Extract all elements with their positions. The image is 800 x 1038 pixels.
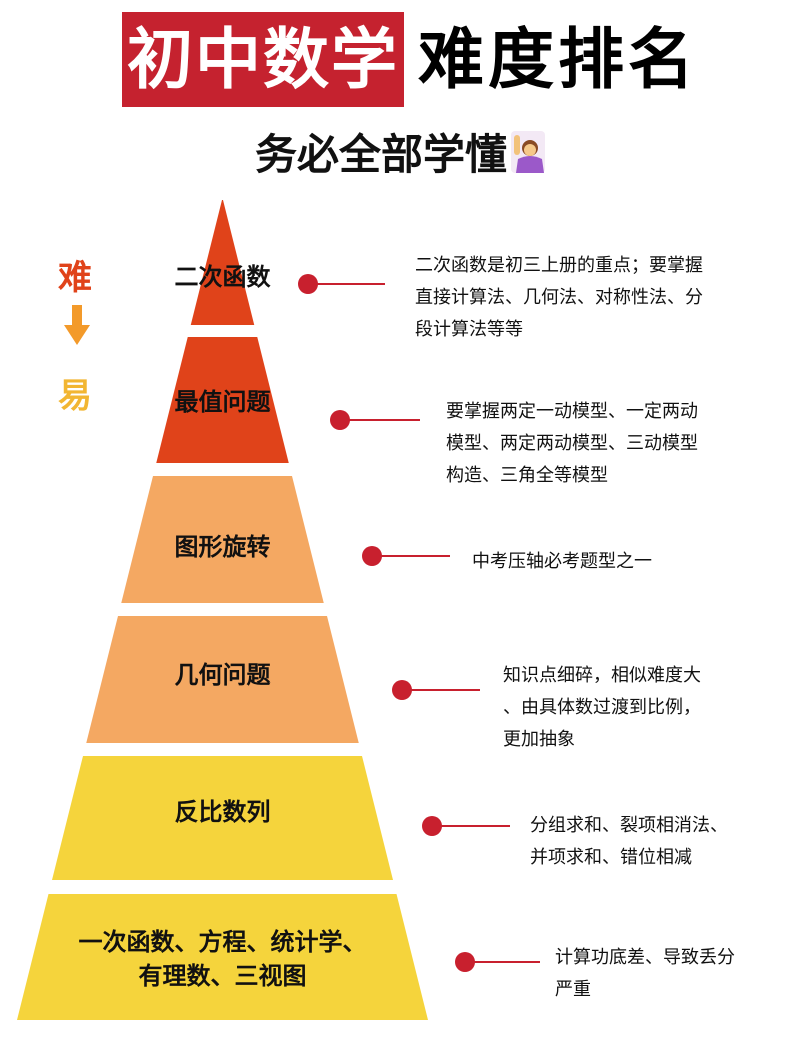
person-raising-hand-icon bbox=[511, 131, 545, 173]
desc-line: 严重 bbox=[555, 979, 591, 1000]
level-6-description: 计算功底差、导致丢分 严重 bbox=[555, 942, 735, 1006]
pyramid-level-1 bbox=[190, 200, 255, 325]
connector-dot bbox=[455, 952, 475, 972]
easy-label: 易 bbox=[58, 376, 92, 416]
level-4-label: 几何问题 bbox=[174, 661, 271, 689]
pyramid-level-6 bbox=[17, 894, 428, 1020]
pyramid-level-5 bbox=[52, 756, 393, 880]
level-5-label: 反比数列 bbox=[174, 798, 271, 826]
pyramid-level-3 bbox=[121, 476, 324, 603]
desc-line: 并项求和、错位相减 bbox=[530, 847, 692, 868]
desc-line: 、由具体数过渡到比例， bbox=[503, 697, 701, 718]
connector-dot bbox=[362, 546, 382, 566]
desc-line: 更加抽象 bbox=[503, 729, 575, 750]
connector-dot bbox=[298, 274, 318, 294]
connector-dot bbox=[330, 410, 350, 430]
level-3-label: 图形旋转 bbox=[174, 533, 271, 561]
title-rest: 难度排名 bbox=[418, 21, 698, 98]
level-2-description: 要掌握两定一动模型、一定两动 模型、两定两动模型、三动模型 构造、三角全等模型 bbox=[446, 396, 698, 492]
level-6-label-line: 一次函数、方程、统计学、 bbox=[78, 928, 367, 956]
connector-dot bbox=[392, 680, 412, 700]
desc-line: 计算功底差、导致丢分 bbox=[555, 947, 735, 968]
desc-line: 二次函数是初三上册的重点；要掌握 bbox=[415, 255, 703, 276]
level-2-label: 最值问题 bbox=[174, 388, 271, 416]
pyramid-level-4 bbox=[86, 616, 359, 743]
hard-label: 难 bbox=[58, 258, 92, 298]
desc-line: 模型、两定两动模型、三动模型 bbox=[446, 433, 698, 454]
level-5-description: 分组求和、裂项相消法、 并项求和、错位相减 bbox=[530, 810, 728, 874]
desc-line: 构造、三角全等模型 bbox=[446, 465, 608, 486]
desc-line: 分组求和、裂项相消法、 bbox=[530, 815, 728, 836]
desc-line: 知识点细碎，相似难度大 bbox=[503, 665, 701, 686]
level-6-label-line: 有理数、三视图 bbox=[138, 962, 307, 990]
desc-line: 要掌握两定一动模型、一定两动 bbox=[446, 401, 698, 422]
desc-line: 段计算法等等 bbox=[415, 319, 523, 340]
title-highlight: 初中数学 bbox=[122, 12, 404, 107]
level-3-description: 中考压轴必考题型之一 bbox=[472, 546, 652, 578]
subtitle: 务必全部学懂 bbox=[0, 125, 800, 185]
level-1-label: 二次函数 bbox=[174, 263, 271, 291]
level-6-label: 一次函数、方程、统计学、 有理数、三视图 bbox=[30, 925, 415, 993]
level-1-description: 二次函数是初三上册的重点；要掌握 直接计算法、几何法、对称性法、分 段计算法等等 bbox=[415, 250, 703, 346]
pyramid-level-2 bbox=[156, 337, 289, 463]
desc-line: 直接计算法、几何法、对称性法、分 bbox=[415, 287, 703, 308]
desc-line: 中考压轴必考题型之一 bbox=[472, 551, 652, 572]
down-arrow-icon bbox=[64, 305, 90, 345]
subtitle-text: 务必全部学懂 bbox=[254, 130, 507, 179]
level-4-description: 知识点细碎，相似难度大 、由具体数过渡到比例， 更加抽象 bbox=[503, 660, 701, 756]
connector-dot bbox=[422, 816, 442, 836]
